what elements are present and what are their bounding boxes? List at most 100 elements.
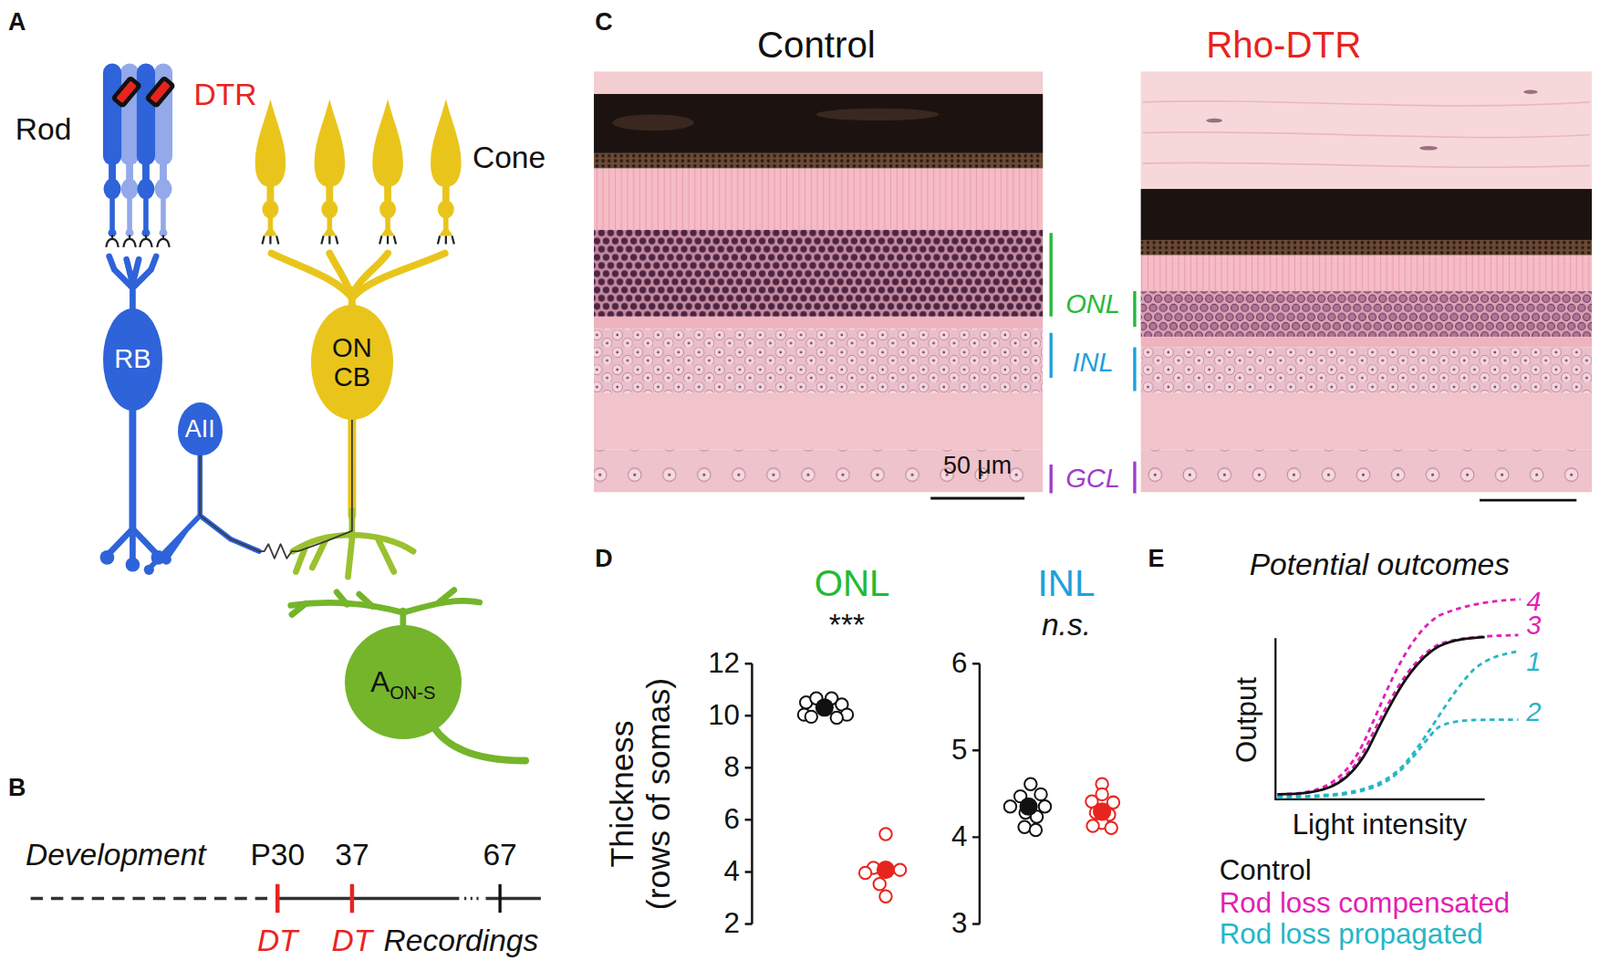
histology-rho-dtr: [1141, 290, 1592, 337]
plot-title: Potential outcomes: [1249, 547, 1510, 582]
histology-rho-dtr: [1141, 188, 1592, 240]
tick-label: 12: [707, 647, 740, 679]
tick-label: 3: [951, 907, 967, 939]
scale-bar: [930, 498, 1577, 500]
rho-dtr-point: [893, 862, 906, 875]
plot-axis: [745, 663, 980, 924]
outcome-curve: [1277, 634, 1519, 795]
tick-label: 10: [707, 699, 740, 731]
axis-title: Output: [1231, 676, 1263, 763]
treatment-label: DT: [332, 924, 374, 958]
outcome-curve: [1277, 599, 1521, 795]
histology-rho-dtr: [1419, 145, 1438, 150]
legend-entry: Control: [1219, 854, 1312, 886]
timeline: [277, 896, 459, 900]
outcome-curve: [1277, 651, 1519, 797]
histology-rho-dtr: [1141, 239, 1592, 256]
histology-rho-dtr: [1141, 336, 1592, 347]
scale-bar-label: 50 μm: [943, 452, 1012, 480]
layer-label: INL: [1071, 347, 1113, 377]
cone-photoreceptor: [372, 99, 404, 245]
histology-control: [593, 229, 1043, 317]
legend-text: Rod loss propagated: [1219, 916, 1484, 949]
cone-bipolar-processes: [329, 253, 353, 297]
histology-control: [593, 93, 1043, 154]
layer-bracket: [1050, 461, 1135, 494]
panel-letter: A: [8, 9, 26, 37]
cone-photoreceptor: [430, 99, 462, 245]
legend-entry: Rod loss propagated: [1219, 917, 1484, 949]
timeline-label: Development: [25, 838, 207, 873]
rho-dtr-point: [879, 890, 892, 903]
cone-bipolar-terminal: [295, 538, 394, 578]
plot-axis: [972, 663, 980, 924]
control-point: [1024, 777, 1037, 790]
histology-control: [593, 316, 1043, 329]
bipolar-soma: ON CB: [311, 304, 393, 419]
histology-rho-dtr: [1141, 393, 1592, 450]
rod-bipolar-terminal: [100, 550, 115, 565]
node-text-group: ON CB: [332, 332, 373, 393]
node-text-group: AII: [185, 415, 216, 443]
histology-rho-dtr: [1141, 71, 1592, 492]
panel-letter: E: [1147, 545, 1164, 573]
dtr-marker: [110, 74, 143, 109]
control-point: [1018, 820, 1030, 832]
amacrine-processes: [199, 515, 260, 551]
tick-label: 6: [724, 803, 740, 835]
layer-bracket: [1050, 232, 1135, 327]
plot-axis: [745, 663, 753, 924]
cone-bipolar-terminal: [292, 509, 414, 577]
rho-dtr-point: [873, 877, 886, 890]
cell-label: AII: [185, 415, 216, 443]
tick-label: 4: [724, 855, 740, 887]
treatment-label: DT: [257, 924, 299, 958]
rod-bipolar-terminal: [125, 557, 141, 572]
amacrine-terminal: [144, 564, 155, 575]
timeline: [485, 896, 541, 900]
amacrine-terminal: [144, 554, 172, 575]
panel-letter: D: [594, 545, 613, 573]
histology-control: [593, 71, 1043, 94]
ganglion-soma: AON-S: [344, 624, 463, 739]
rod-bipolar-processes: [109, 256, 156, 313]
legend-text: Rod loss compensated: [1219, 886, 1511, 919]
cell-type-label: Cone: [472, 141, 546, 176]
histology-control: [593, 153, 1043, 169]
timeline-tick-label: 37: [334, 838, 369, 873]
amacrine-soma: AII: [177, 402, 223, 456]
plot-title: ONL: [814, 563, 891, 604]
timeline: [498, 883, 501, 913]
histology-rho-dtr: [1141, 346, 1592, 393]
histology-rho-dtr: [1523, 90, 1538, 94]
timeline: [31, 896, 279, 900]
gap-junction-connector: [199, 419, 353, 559]
significance-label: ***: [829, 607, 865, 642]
layer-label: GCL: [1065, 463, 1121, 493]
plot-title: INL: [1038, 563, 1096, 604]
curve-number: 1: [1526, 646, 1541, 676]
rod-bipolar-processes: [129, 405, 137, 533]
histology-control: [593, 328, 1043, 393]
histology-rho-dtr: [1205, 118, 1223, 123]
timeline-tick-label: 67: [482, 838, 517, 873]
histology-control: [593, 71, 1043, 492]
timeline: [464, 896, 482, 900]
scale-bar: [1479, 498, 1577, 502]
control-point: [831, 711, 843, 724]
cell-label: ON-S: [389, 682, 436, 703]
rho-dtr-mean: [876, 801, 1112, 879]
cone-photoreceptor: [314, 99, 346, 245]
amacrine-processes: [149, 515, 200, 568]
bipolar-soma: RB: [103, 308, 163, 411]
rho-dtr-point: [859, 777, 1120, 902]
scale-bar: [930, 497, 1025, 500]
cone-photoreceptor: [255, 99, 287, 245]
tick-label: 4: [951, 820, 967, 852]
ganglion-processes: [433, 727, 526, 761]
histology-rho-dtr: [1141, 255, 1592, 291]
rho-dtr-mean: [876, 860, 895, 879]
condition-title: Rho-DTR: [1205, 25, 1362, 66]
tick-label: 5: [951, 734, 967, 766]
